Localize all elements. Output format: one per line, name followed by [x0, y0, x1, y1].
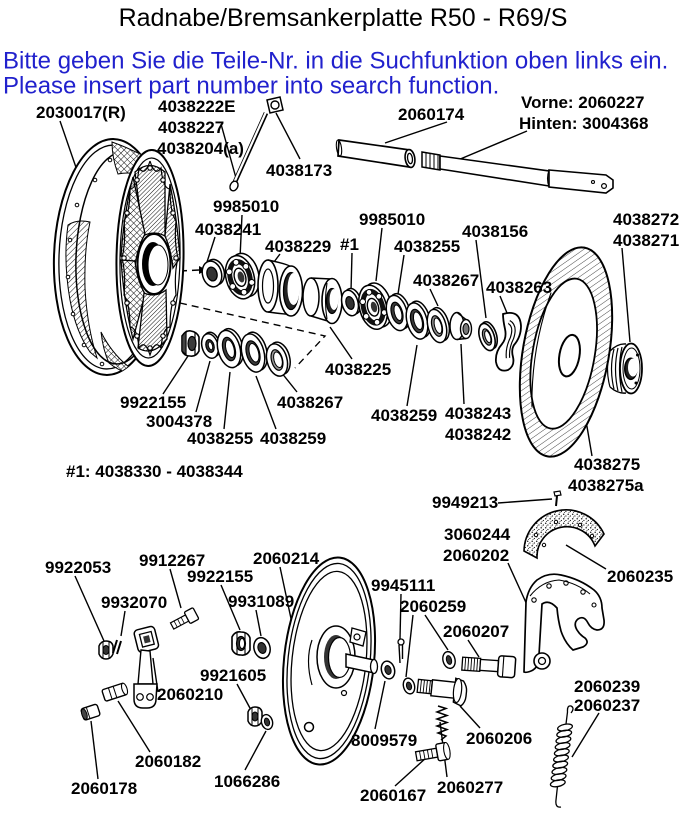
svg-text:9985010: 9985010 — [213, 197, 279, 216]
svg-text:4038229: 4038229 — [265, 237, 331, 256]
svg-text:9922053: 9922053 — [45, 558, 111, 577]
svg-text:#1: #1 — [340, 235, 359, 254]
svg-text:9912267: 9912267 — [139, 551, 205, 570]
svg-text:4038255: 4038255 — [394, 237, 460, 256]
svg-text:4038275a: 4038275a — [568, 476, 644, 495]
svg-text:Bitte geben Sie die Teile-Nr.: Bitte geben Sie die Teile-Nr. in die Suc… — [3, 48, 668, 75]
svg-text:2060237: 2060237 — [574, 696, 640, 715]
svg-text:2060182: 2060182 — [135, 752, 201, 771]
svg-text:2030017(R): 2030017(R) — [36, 103, 126, 122]
svg-text:9921605: 9921605 — [200, 666, 266, 685]
svg-text:2060239: 2060239 — [574, 677, 640, 696]
svg-text:2060235: 2060235 — [607, 567, 673, 586]
svg-text:9945111: 9945111 — [371, 576, 435, 595]
svg-text:4038241: 4038241 — [195, 220, 261, 239]
svg-text:4038271: 4038271 — [613, 231, 679, 250]
svg-text:4038272: 4038272 — [613, 210, 679, 229]
svg-text:4038259: 4038259 — [371, 406, 437, 425]
svg-text:8009579: 8009579 — [351, 731, 417, 750]
svg-text:9985010: 9985010 — [359, 210, 425, 229]
svg-text:2060202: 2060202 — [443, 546, 509, 565]
svg-text:2060206: 2060206 — [466, 729, 532, 748]
svg-text:Please insert part number into: Please insert part number into search fu… — [3, 73, 499, 100]
svg-text:2060259: 2060259 — [400, 597, 466, 616]
svg-text:4038267: 4038267 — [277, 393, 343, 412]
svg-text:2060178: 2060178 — [71, 779, 137, 798]
svg-text:Hinten: 3004368: Hinten: 3004368 — [519, 114, 648, 133]
svg-text:#1: 4038330 - 4038344: #1: 4038330 - 4038344 — [66, 462, 243, 481]
svg-text:2060207: 2060207 — [443, 622, 509, 641]
svg-text:4038267: 4038267 — [413, 271, 479, 290]
svg-text:2060167: 2060167 — [360, 786, 426, 805]
svg-text:4038259: 4038259 — [260, 429, 326, 448]
svg-text:9922155: 9922155 — [120, 393, 186, 412]
svg-text:4038222E: 4038222E — [158, 97, 236, 116]
svg-text:2060214: 2060214 — [253, 549, 320, 568]
svg-text:4038156: 4038156 — [462, 222, 528, 241]
svg-text:1066286: 1066286 — [214, 772, 280, 791]
svg-text:3060244: 3060244 — [444, 525, 511, 544]
svg-text:9922155: 9922155 — [187, 567, 253, 586]
svg-text:9931089: 9931089 — [228, 592, 294, 611]
svg-text:4038242: 4038242 — [445, 425, 511, 444]
svg-text:4038225: 4038225 — [325, 360, 391, 379]
svg-text:2060277: 2060277 — [437, 778, 503, 797]
svg-text:4038263: 4038263 — [486, 278, 552, 297]
svg-text:4038255: 4038255 — [187, 429, 253, 448]
svg-text:3004378: 3004378 — [146, 412, 212, 431]
svg-text:4038173: 4038173 — [266, 161, 332, 180]
svg-text:2060210: 2060210 — [157, 685, 223, 704]
svg-text:Radnabe/Bremsankerplatte R50 -: Radnabe/Bremsankerplatte R50 - R69/S — [119, 4, 568, 32]
svg-text:4038227: 4038227 — [158, 118, 224, 137]
svg-text:9932070: 9932070 — [101, 593, 167, 612]
svg-text:4038243: 4038243 — [445, 404, 511, 423]
svg-text:Vorne: 2060227: Vorne: 2060227 — [521, 93, 644, 112]
svg-text:4038204(a): 4038204(a) — [157, 139, 244, 158]
svg-text:9949213: 9949213 — [432, 493, 498, 512]
svg-text:4038275: 4038275 — [574, 455, 640, 474]
svg-text:2060174: 2060174 — [398, 105, 465, 124]
